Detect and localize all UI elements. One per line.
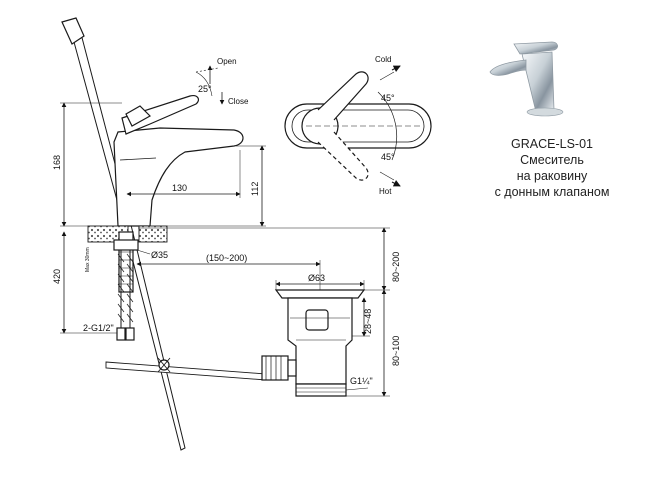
top-view-handle-hot	[317, 131, 369, 181]
drain-labels: (150~200) Ø63 80~200 28~48 80~100 G1¼"	[206, 252, 401, 386]
max-thickness-note: Max 30mm	[85, 247, 91, 272]
label-cold: Cold	[375, 55, 391, 64]
top-view-handle-cold	[317, 71, 369, 121]
product-photo	[489, 41, 564, 117]
dim-sink-thickness: 28~48	[363, 309, 373, 334]
label-open: Open	[217, 57, 237, 66]
dim-112: 112	[250, 182, 260, 196]
dim-thread: G1¼"	[350, 376, 373, 386]
lift-rod-knob	[61, 17, 85, 45]
product-model: GRACE-LS-01	[511, 137, 593, 151]
drain-dimensions	[136, 227, 390, 397]
dim-rod-height: 80~200	[391, 252, 401, 282]
faucet-top-view	[284, 65, 432, 187]
label-close: Close	[228, 97, 249, 106]
lift-rod	[65, 25, 186, 451]
product-description-line-3: с донным клапаном	[494, 185, 610, 199]
product-description-line-2: на раковину	[516, 169, 588, 183]
angle-25: 25°	[198, 84, 212, 94]
angle-cold-45: 45°	[381, 93, 395, 103]
drain-valve	[261, 289, 366, 397]
product-description-line-1: Смеситель	[520, 153, 584, 167]
dim-body-height: 80~100	[391, 336, 401, 366]
top-view-labels: Cold Hot 45° 45°	[375, 55, 395, 196]
product-caption: GRACE-LS-01 Смеситель на раковину с донн…	[468, 136, 636, 200]
faucet-side-view	[61, 17, 267, 451]
hose-thread: 2-G1/2"	[83, 323, 114, 333]
dim-hole-diameter: Ø35	[151, 250, 168, 260]
dim-rod-length: (150~200)	[206, 253, 247, 263]
angle-hot-45: 45°	[381, 152, 395, 162]
dim-168: 168	[52, 155, 62, 170]
deck-right	[138, 225, 168, 243]
dim-flange-diameter: Ø63	[308, 273, 325, 283]
front-view-labels: Open Close 25° 168 420 130 112 Ø35 2-G1/…	[52, 57, 260, 333]
hose-connector-left	[116, 327, 126, 341]
mounting-nut	[113, 239, 139, 251]
faucet-body	[113, 127, 244, 227]
front-view-dimensions	[60, 65, 266, 334]
drain-flange	[274, 289, 366, 299]
hose-connector-right	[125, 327, 135, 341]
faucet-handle	[121, 95, 200, 135]
label-hot: Hot	[379, 187, 392, 196]
drain-linkage	[105, 361, 267, 381]
dim-130: 130	[172, 183, 187, 193]
dim-420: 420	[52, 269, 62, 284]
drain-window	[305, 309, 329, 331]
